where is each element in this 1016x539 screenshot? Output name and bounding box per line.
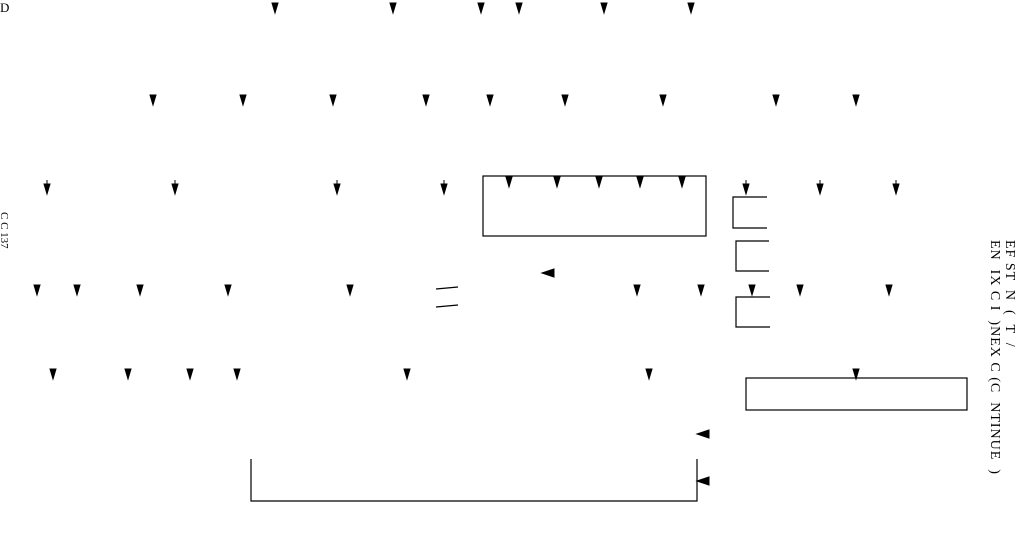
arrowhead-down bbox=[333, 183, 341, 196]
arrowhead-left bbox=[695, 476, 710, 486]
arrowhead-down bbox=[171, 183, 179, 196]
arrowhead-down bbox=[224, 284, 232, 297]
arrowhead-down bbox=[389, 2, 397, 15]
tick-mark-1 bbox=[435, 286, 459, 290]
arrowhead-down bbox=[742, 183, 750, 196]
arrowhead-down bbox=[748, 284, 756, 297]
box-lower-right bbox=[745, 377, 968, 411]
bracket-right-2 bbox=[735, 240, 769, 272]
arrowhead-down bbox=[136, 284, 144, 297]
side-code-label: C C 137 bbox=[0, 212, 10, 249]
arrowhead-down bbox=[687, 2, 695, 15]
arrowhead-down bbox=[49, 368, 57, 381]
arrowhead-down bbox=[346, 284, 354, 297]
arrowhead-down bbox=[561, 94, 569, 107]
arrowhead-down bbox=[505, 176, 513, 189]
arrowhead-down bbox=[852, 368, 860, 381]
arrowhead-left bbox=[540, 268, 555, 278]
corner-label: D bbox=[0, 0, 10, 15]
tick-mark-2 bbox=[435, 304, 459, 308]
arrowhead-down bbox=[678, 176, 686, 189]
arrowhead-down bbox=[271, 2, 279, 15]
arrowhead-down bbox=[515, 2, 523, 15]
bracket-right-1 bbox=[732, 196, 767, 229]
arrowhead-down bbox=[486, 94, 494, 107]
arrowhead-down bbox=[124, 368, 132, 381]
arrowhead-down bbox=[477, 2, 485, 15]
arrowhead-down bbox=[43, 183, 51, 196]
arrowhead-down bbox=[636, 176, 644, 189]
box-upper-center bbox=[482, 175, 707, 237]
arrowhead-down bbox=[697, 284, 705, 297]
arrowhead-left bbox=[695, 429, 710, 439]
arrowhead-down bbox=[600, 2, 608, 15]
arrowhead-down bbox=[633, 284, 641, 297]
arrowhead-down bbox=[659, 94, 667, 107]
arrowhead-down bbox=[422, 94, 430, 107]
arrowhead-down bbox=[796, 284, 804, 297]
arrowhead-down bbox=[885, 284, 893, 297]
arrowhead-down bbox=[233, 368, 241, 381]
arrowhead-down bbox=[149, 94, 157, 107]
arrowhead-down bbox=[33, 284, 41, 297]
bracket-bottom bbox=[250, 459, 698, 502]
bracket-right-3 bbox=[735, 296, 770, 328]
arrowhead-down bbox=[595, 176, 603, 189]
arrowhead-down bbox=[440, 183, 448, 196]
arrowhead-down bbox=[403, 368, 411, 381]
arrowhead-down bbox=[239, 94, 247, 107]
arrowhead-down bbox=[816, 183, 824, 196]
arrowhead-down bbox=[892, 183, 900, 196]
diagram-title-line-1: EF ST N ( T / bbox=[1002, 240, 1016, 348]
arrowhead-down bbox=[553, 176, 561, 189]
arrowhead-down bbox=[329, 94, 337, 107]
arrowhead-down bbox=[73, 284, 81, 297]
diagram-title-line-2: EN IX C I )NEX C (C NTINUE ) bbox=[987, 240, 1002, 475]
arrowhead-down bbox=[852, 94, 860, 107]
arrowhead-down bbox=[645, 368, 653, 381]
arrowhead-down bbox=[186, 368, 194, 381]
arrowhead-down bbox=[772, 94, 780, 107]
